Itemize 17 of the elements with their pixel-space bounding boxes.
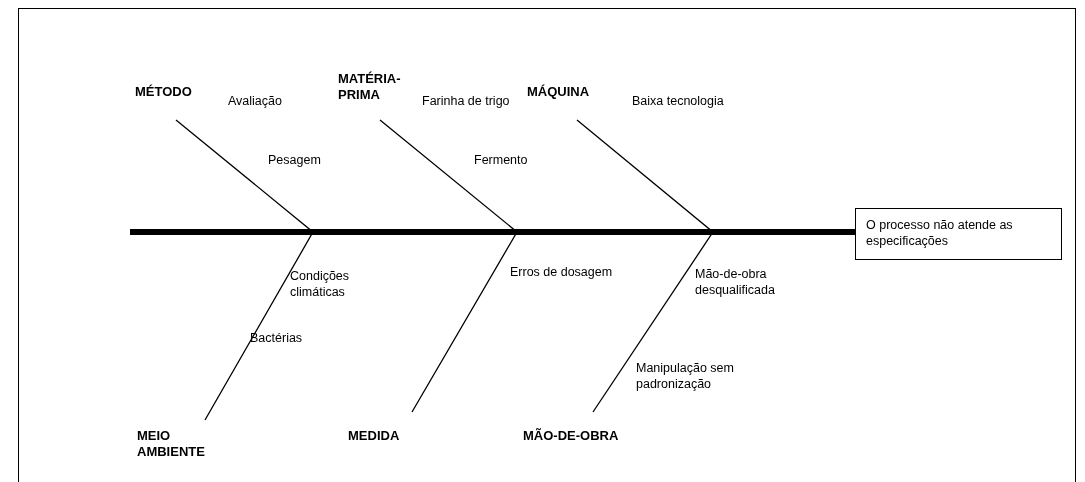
cause-label: Baixa tecnologia [632, 93, 724, 109]
cause-label: Condições climáticas [290, 268, 351, 300]
category-label: MEIO AMBIENTE [137, 428, 232, 460]
cause-label: Mão-de-obra desqualificada [695, 266, 776, 298]
cause-label: Fermento [474, 152, 528, 168]
effect-box: O processo não atende as especificações [855, 208, 1062, 260]
category-label: MATÉRIA-PRIMA [338, 71, 416, 103]
category-label: MÉTODO [135, 84, 215, 100]
category-label: MÁQUINA [527, 84, 617, 100]
category-label: MÃO-DE-OBRA [523, 428, 633, 444]
cause-label: Erros de dosagem [510, 264, 613, 280]
cause-label: Bactérias [250, 330, 303, 346]
cause-label: Farinha de trigo [422, 93, 510, 109]
cause-label: Manipulação sem padronização [636, 360, 735, 392]
cause-label: Pesagem [268, 152, 321, 168]
cause-label: Avaliação [228, 93, 282, 109]
category-label: MEDIDA [348, 428, 428, 444]
